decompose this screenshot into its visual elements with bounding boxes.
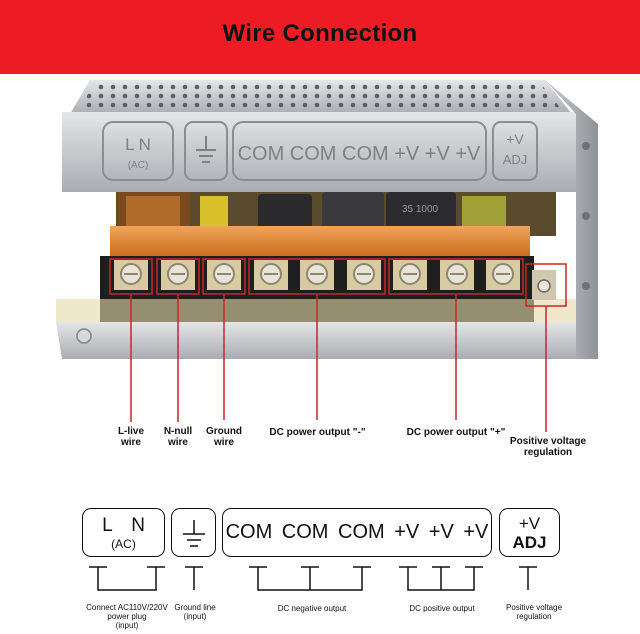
page-title: Wire Connection (222, 20, 418, 47)
screw-row (114, 260, 520, 290)
callout-dc-positive: DC power output "+" (406, 427, 506, 438)
ln-text: L N (102, 514, 145, 536)
ln-ac-box: L N (AC) (82, 508, 165, 557)
photo-terminal-text: COM COM COM +V +V +V (238, 143, 481, 165)
ac-text: (AC) (111, 536, 136, 551)
label-dc-negative: DC negative output (277, 604, 347, 613)
photo-adj-v-text: +V (506, 131, 524, 147)
photo-adj-text: ADJ (503, 152, 528, 167)
title-banner: Wire Connection (0, 0, 640, 74)
adj-v-text: +V (518, 513, 541, 533)
label-ground-line: Ground line(input) (174, 603, 216, 621)
ground-symbol-icon (182, 519, 205, 547)
callout-dc-negative: DC power output "-" (269, 427, 366, 438)
vent-plate (70, 80, 572, 114)
photo-ac-text: (AC) (128, 160, 149, 171)
base-plate (56, 322, 576, 359)
terminal-box: COM COM COM +V +V +V (222, 508, 492, 557)
photo-ln-text: L N (125, 135, 151, 154)
adj-text: ADJ (512, 532, 547, 552)
capacitor-label: 35 1000 (402, 204, 439, 215)
power-supply-photo: L N (AC) COM COM COM +V +V +V +V ADJ 35 … (56, 80, 598, 359)
front-panel: L N (AC) COM COM COM +V +V +V +V ADJ (62, 112, 576, 192)
ground-box (171, 508, 216, 557)
adj-box: +V ADJ (499, 508, 560, 557)
label-dc-positive: DC positive output (409, 604, 475, 613)
bracket-lines (89, 566, 537, 591)
photo-ground-icon (196, 136, 216, 163)
